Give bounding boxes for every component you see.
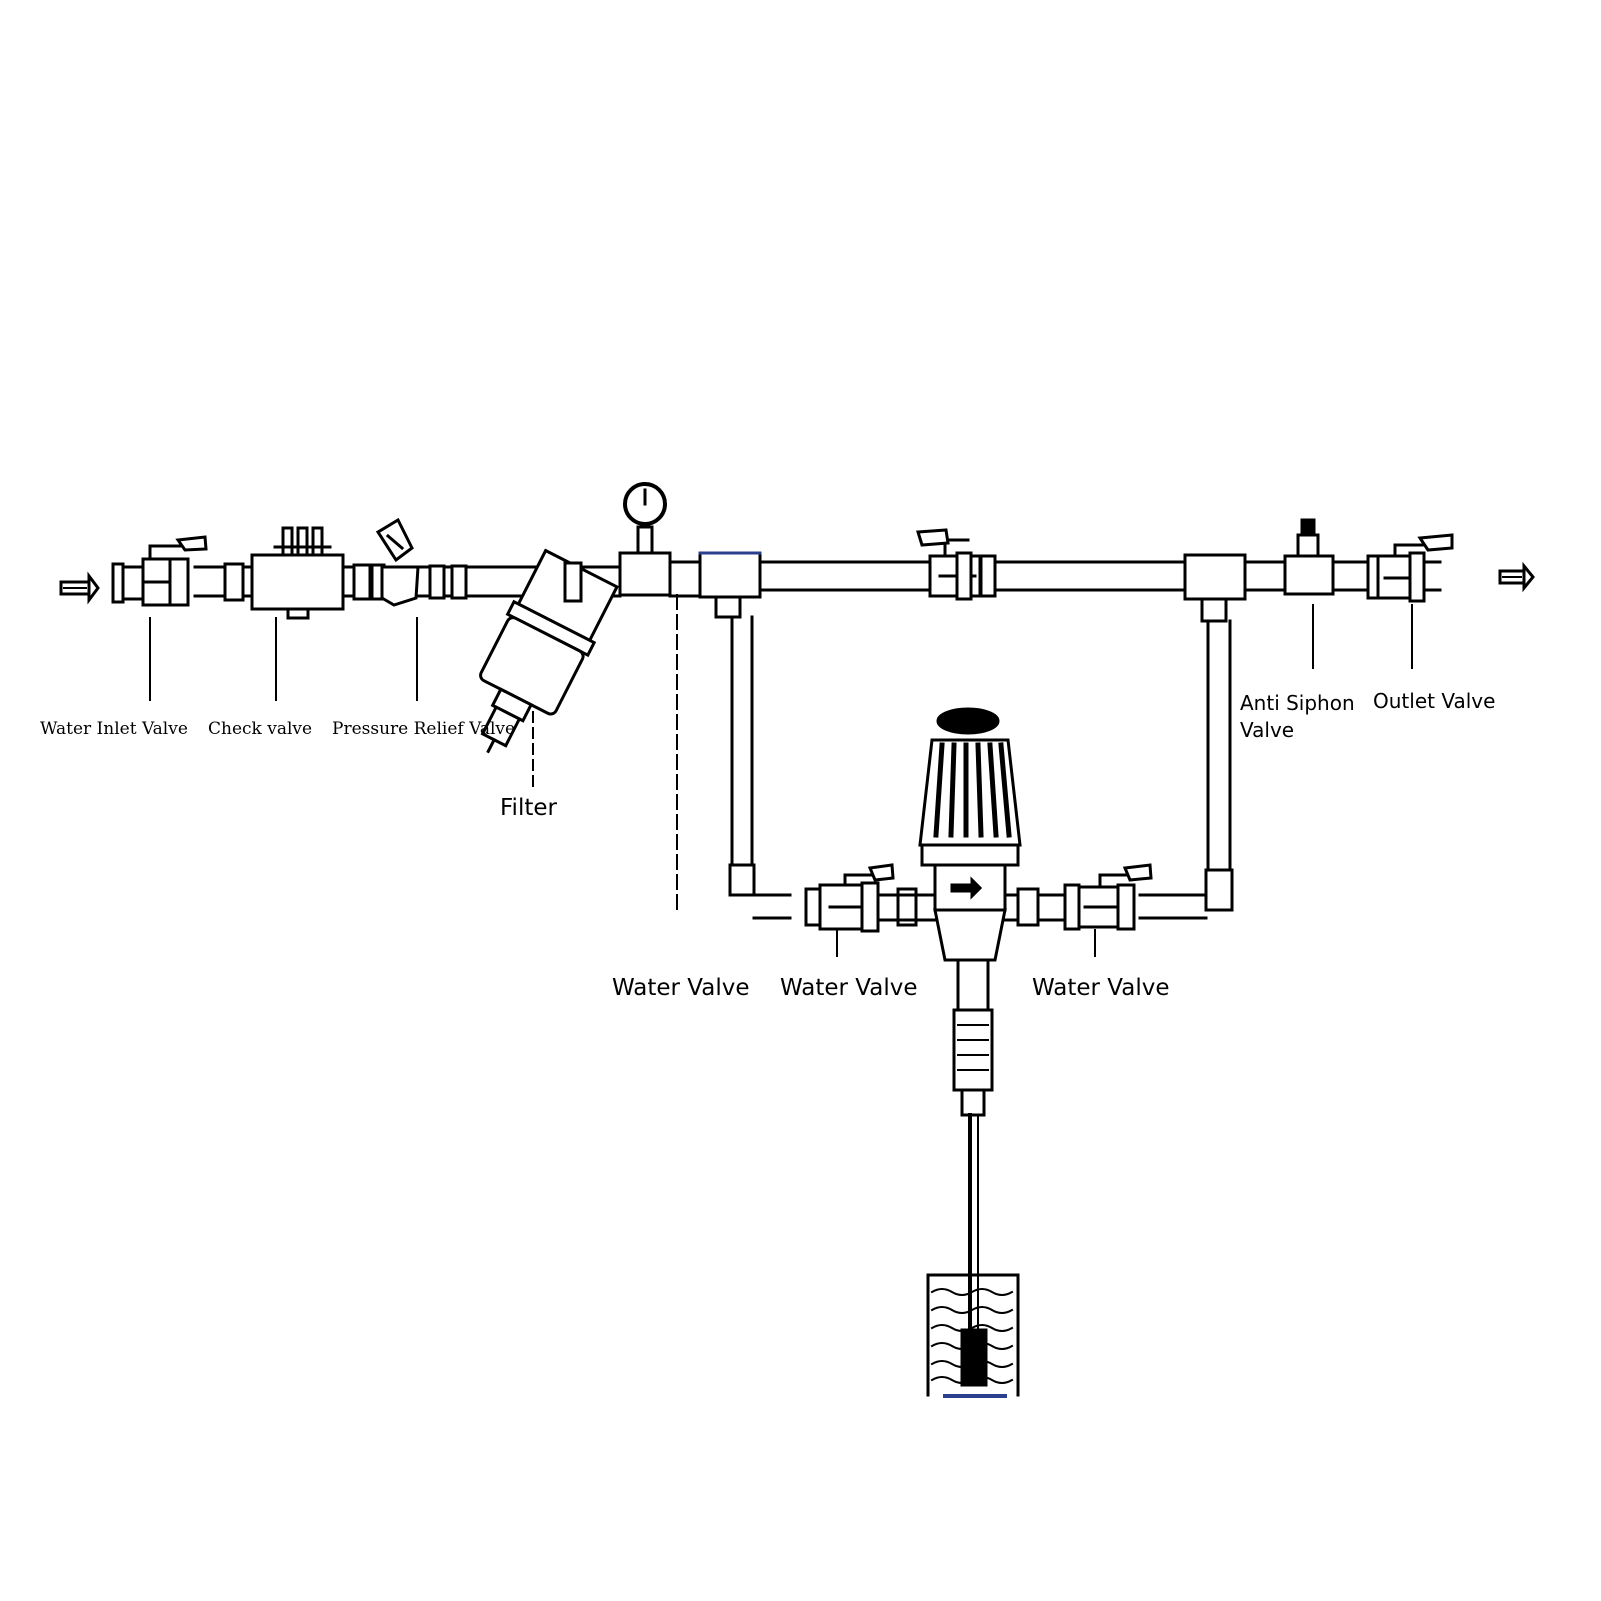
label-anti-siphon-line1: Anti Siphon	[1240, 691, 1355, 715]
label-pressure-relief-valve: Pressure Relief Valve	[332, 719, 516, 739]
pressure-relief-valve	[375, 517, 420, 607]
right-bypass-tee	[1183, 553, 1247, 623]
water-inlet-valve	[111, 535, 208, 607]
coupling	[352, 563, 372, 601]
right-bypass-pipe	[1138, 619, 1234, 920]
label-water-valve-2: Water Valve	[780, 975, 918, 1001]
main-water-valve	[916, 528, 997, 601]
lower-left-water-valve	[804, 863, 937, 933]
pressure-gauge-tee	[618, 482, 702, 598]
inlet-arrow-icon	[59, 571, 100, 605]
label-check-valve: Check valve	[208, 719, 313, 739]
leader-lines	[149, 594, 1413, 957]
chemical-tank	[926, 1113, 1020, 1398]
coupling	[428, 564, 446, 600]
left-bypass-pipe	[728, 615, 792, 920]
outlet-arrow-icon	[1498, 561, 1535, 593]
label-outlet-valve: Outlet Valve	[1373, 689, 1496, 713]
left-bypass-tee	[698, 551, 762, 619]
anti-siphon-valve	[1283, 518, 1335, 596]
label-water-valve-3: Water Valve	[1032, 975, 1170, 1001]
check-valve	[250, 526, 345, 620]
label-anti-siphon-line2: Valve	[1240, 718, 1295, 742]
label-anti-siphon-valve: Anti Siphon Valve	[1240, 692, 1355, 742]
dosing-pump	[918, 707, 1022, 1117]
coupling	[223, 562, 245, 602]
outlet-valve	[1366, 533, 1454, 603]
coupling	[563, 561, 583, 603]
label-water-inlet-valve: Water Inlet Valve	[40, 719, 188, 739]
label-filter: Filter	[500, 795, 557, 821]
lower-right-water-valve	[1003, 863, 1153, 931]
coupling	[450, 564, 468, 600]
label-water-valve-1: Water Valve	[612, 975, 750, 1001]
